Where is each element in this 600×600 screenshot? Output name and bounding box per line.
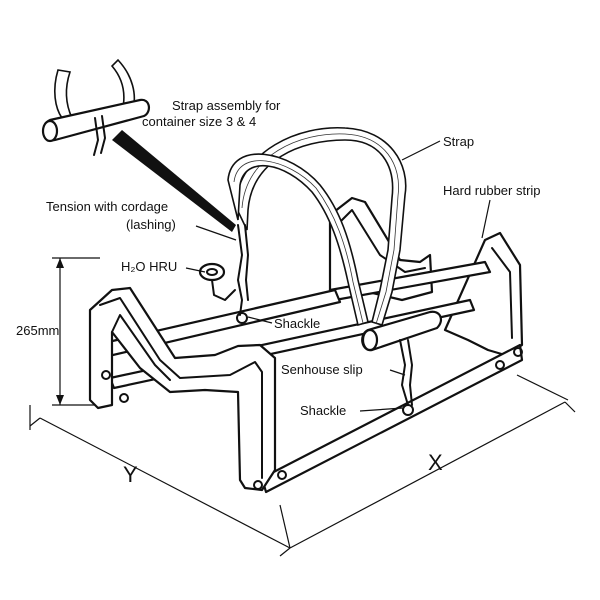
dimension-lines — [29, 257, 576, 557]
label-hard-rubber-strip: Hard rubber strip — [443, 183, 541, 198]
label-dim-x: X — [428, 450, 443, 475]
front-left-cradle — [88, 286, 523, 492]
label-strap-assembly-2: container size 3 & 4 — [142, 114, 256, 129]
label-height: 265mm — [16, 323, 59, 338]
label-senhouse-slip: Senhouse slip — [281, 362, 363, 377]
hru-device — [198, 262, 236, 301]
label-tension: Tension with cordage — [46, 199, 168, 214]
label-strap-assembly-1: Strap assembly for — [172, 98, 281, 113]
label-dim-y: Y — [123, 462, 138, 487]
label-hru: H₂O HRU — [121, 259, 177, 274]
label-shackle-lower: Shackle — [300, 403, 346, 418]
leader-lines — [185, 140, 491, 412]
upper-lashing — [236, 224, 249, 324]
label-lashing: (lashing) — [126, 217, 176, 232]
strap-assembly-detail — [41, 58, 236, 232]
label-strap: Strap — [443, 134, 474, 149]
senhouse-slip-bar — [361, 310, 443, 416]
strap — [227, 127, 407, 327]
label-shackle-upper: Shackle — [274, 316, 320, 331]
